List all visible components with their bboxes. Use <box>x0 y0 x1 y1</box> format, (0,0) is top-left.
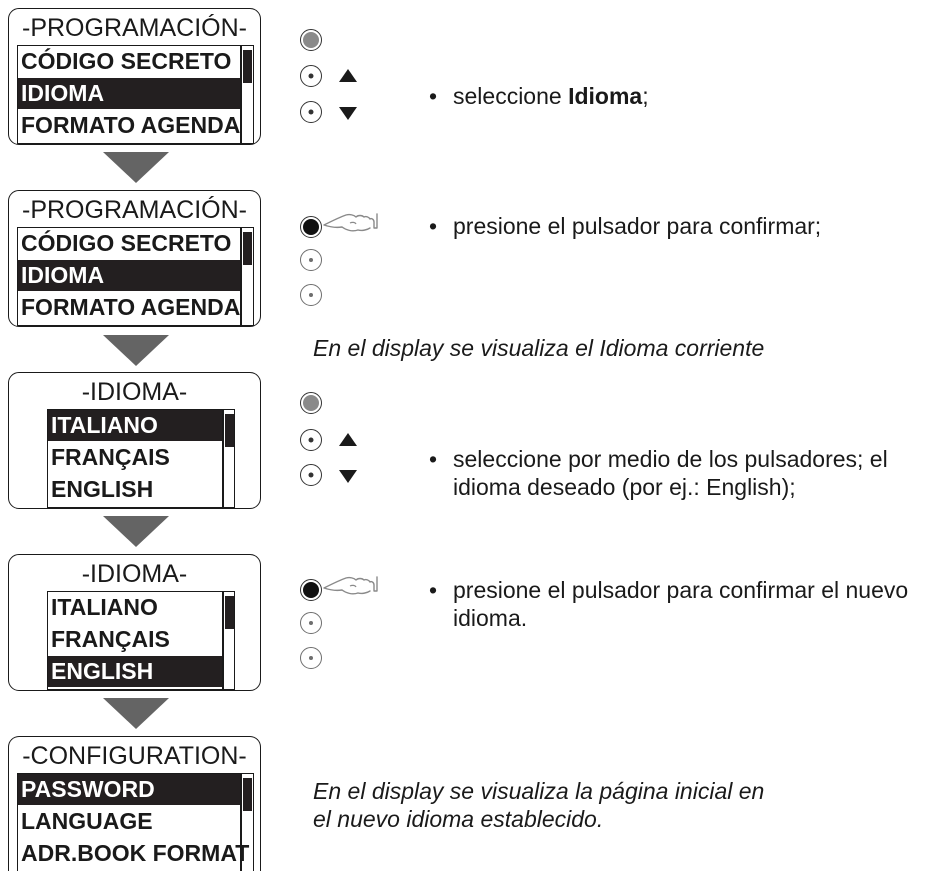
down-button-icon <box>300 464 322 486</box>
step-select-idioma: • seleccione Idioma; <box>429 82 909 110</box>
up-button-icon <box>300 249 322 271</box>
bullet-dot: • <box>429 213 438 239</box>
menu-list: ITALIANO FRANÇAIS ENGLISH <box>47 409 235 508</box>
step-text-suffix: ; <box>642 83 649 109</box>
scrollbar-thumb <box>243 778 252 811</box>
menu-list: PASSWORD LANGUAGE ADR.BOOK FORMAT <box>17 773 254 871</box>
menu-item-adr-book-format[interactable]: ADR.BOOK FORMAT <box>21 840 250 866</box>
scrollbar-track <box>222 410 224 507</box>
display-screen-2: -PROGRAMACIÓN- CÓDIGO SECRETO IDIOMA FOR… <box>8 190 261 327</box>
scrollbar-thumb <box>243 50 252 83</box>
display-screen-1: -PROGRAMACIÓN- CÓDIGO SECRETO IDIOMA FOR… <box>8 8 261 145</box>
step-text: presione el pulsador para confirmar; <box>453 213 822 239</box>
pressed-button-icon <box>300 216 322 238</box>
up-arrow-icon <box>339 69 357 82</box>
scrollbar-thumb <box>225 596 234 629</box>
menu-item-formato-agenda[interactable]: FORMATO AGENDA <box>21 294 241 320</box>
finger-press-icon <box>323 213 378 232</box>
scrollbar-thumb <box>243 232 252 265</box>
display-title: -IDIOMA- <box>81 560 188 588</box>
finger-press-icon <box>323 576 378 595</box>
top-button-icon <box>300 392 322 414</box>
bullet-dot: • <box>429 577 438 603</box>
flow-arrow-icon <box>103 152 169 183</box>
note-new-home-page: En el display se visualiza la página ini… <box>313 778 765 832</box>
down-button-icon <box>300 101 322 123</box>
menu-item-francais[interactable]: FRANÇAIS <box>51 626 170 652</box>
step-text-bold: Idioma <box>568 83 643 109</box>
display-title: -PROGRAMACIÓN- <box>22 196 247 224</box>
menu-item-password-selected[interactable]: PASSWORD <box>18 774 240 805</box>
flow-arrow-icon <box>103 698 169 729</box>
menu-item-english-selected[interactable]: ENGLISH <box>48 656 222 687</box>
scrollbar-track <box>240 774 242 871</box>
step-text: presione el pulsador para confirmar el n… <box>453 577 909 631</box>
display-title: -PROGRAMACIÓN- <box>22 14 247 42</box>
display-title: -CONFIGURATION- <box>22 742 247 770</box>
bullet-dot: • <box>429 446 438 472</box>
menu-item-idioma-selected[interactable]: IDIOMA <box>18 260 240 291</box>
display-screen-4: -IDIOMA- ITALIANO FRANÇAIS ENGLISH <box>8 554 261 691</box>
step-confirm: • presione el pulsador para confirmar; <box>429 212 909 240</box>
menu-list: ITALIANO FRANÇAIS ENGLISH <box>47 591 235 690</box>
menu-item-language[interactable]: LANGUAGE <box>21 808 153 834</box>
menu-item-formato-agenda[interactable]: FORMATO AGENDA <box>21 112 241 138</box>
note-current-language: En el display se visualiza el Idioma cor… <box>313 335 765 361</box>
menu-item-codigo-secreto[interactable]: CÓDIGO SECRETO <box>21 48 232 74</box>
scrollbar-track <box>240 228 242 325</box>
menu-item-italiano[interactable]: ITALIANO <box>51 594 158 620</box>
up-button-icon <box>300 429 322 451</box>
menu-item-francais[interactable]: FRANÇAIS <box>51 444 170 470</box>
up-button-icon <box>300 65 322 87</box>
down-arrow-icon <box>339 107 357 120</box>
flow-arrow-icon <box>103 516 169 547</box>
display-title: -IDIOMA- <box>81 378 188 406</box>
menu-item-english[interactable]: ENGLISH <box>51 476 154 502</box>
down-button-icon <box>300 647 322 669</box>
menu-list: CÓDIGO SECRETO IDIOMA FORMATO AGENDA <box>17 227 254 326</box>
top-button-icon <box>300 29 322 51</box>
menu-item-idioma-selected[interactable]: IDIOMA <box>18 78 240 109</box>
display-screen-5: -CONFIGURATION- PASSWORD LANGUAGE ADR.BO… <box>8 736 261 871</box>
down-button-icon <box>300 284 322 306</box>
menu-list: CÓDIGO SECRETO IDIOMA FORMATO AGENDA <box>17 45 254 144</box>
menu-item-codigo-secreto[interactable]: CÓDIGO SECRETO <box>21 230 232 256</box>
flow-arrow-icon <box>103 335 169 366</box>
menu-item-italiano-selected[interactable]: ITALIANO <box>48 410 222 441</box>
scrollbar-track <box>222 592 224 689</box>
display-screen-3: -IDIOMA- ITALIANO FRANÇAIS ENGLISH <box>8 372 261 509</box>
scrollbar-thumb <box>225 414 234 447</box>
scrollbar-track <box>240 46 242 143</box>
up-button-icon <box>300 612 322 634</box>
pressed-button-icon <box>300 579 322 601</box>
up-arrow-icon <box>339 433 357 446</box>
down-arrow-icon <box>339 470 357 483</box>
step-text-prefix: seleccione <box>453 83 569 109</box>
step-select-language: • seleccione por medio de los pulsadores… <box>429 445 909 501</box>
bullet-dot: • <box>429 83 438 109</box>
step-text: seleccione por medio de los pulsadores; … <box>453 446 888 500</box>
step-confirm-new-language: • presione el pulsador para confirmar el… <box>429 576 919 632</box>
